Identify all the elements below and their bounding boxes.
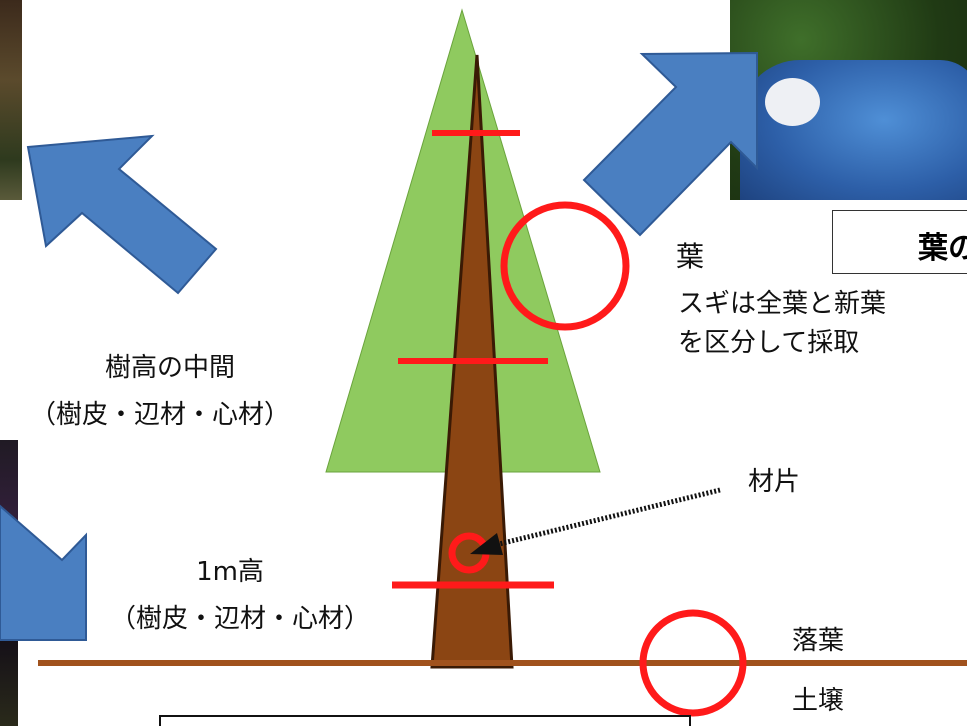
litter-soil-circle xyxy=(639,609,747,717)
photo-top-left xyxy=(0,0,22,200)
arrow-upper-right xyxy=(582,51,758,237)
photo-top-right-foliage xyxy=(730,0,967,200)
arrow-upper-left xyxy=(26,134,218,295)
mid-height-title: 樹高の中間 xyxy=(104,353,235,383)
soil-label: 土壌 xyxy=(792,686,845,716)
wood-pointer-arrowhead xyxy=(470,533,503,555)
leaf-label: 葉 xyxy=(676,240,705,273)
leaf-box-label: 葉の xyxy=(918,231,967,266)
white-glove xyxy=(765,78,820,126)
bottom-box xyxy=(159,715,691,726)
litter-label: 落葉 xyxy=(792,626,845,656)
leaf-note-line2: を区分して採取 xyxy=(678,328,860,358)
leaf-box: 葉の xyxy=(832,210,967,274)
one-meter-title: 1m高 xyxy=(196,557,264,587)
arrow-lower-left xyxy=(0,504,87,641)
wood-pointer-line xyxy=(494,487,721,548)
one-meter-parts: （樹皮・辺材・心材） xyxy=(109,604,370,634)
mid-height-parts: （樹皮・辺材・心材） xyxy=(29,400,290,430)
leaf-sample-circle xyxy=(500,201,630,331)
wood-piece-label: 材片 xyxy=(748,467,801,497)
leaf-note-line1: スギは全葉と新葉 xyxy=(678,289,887,319)
